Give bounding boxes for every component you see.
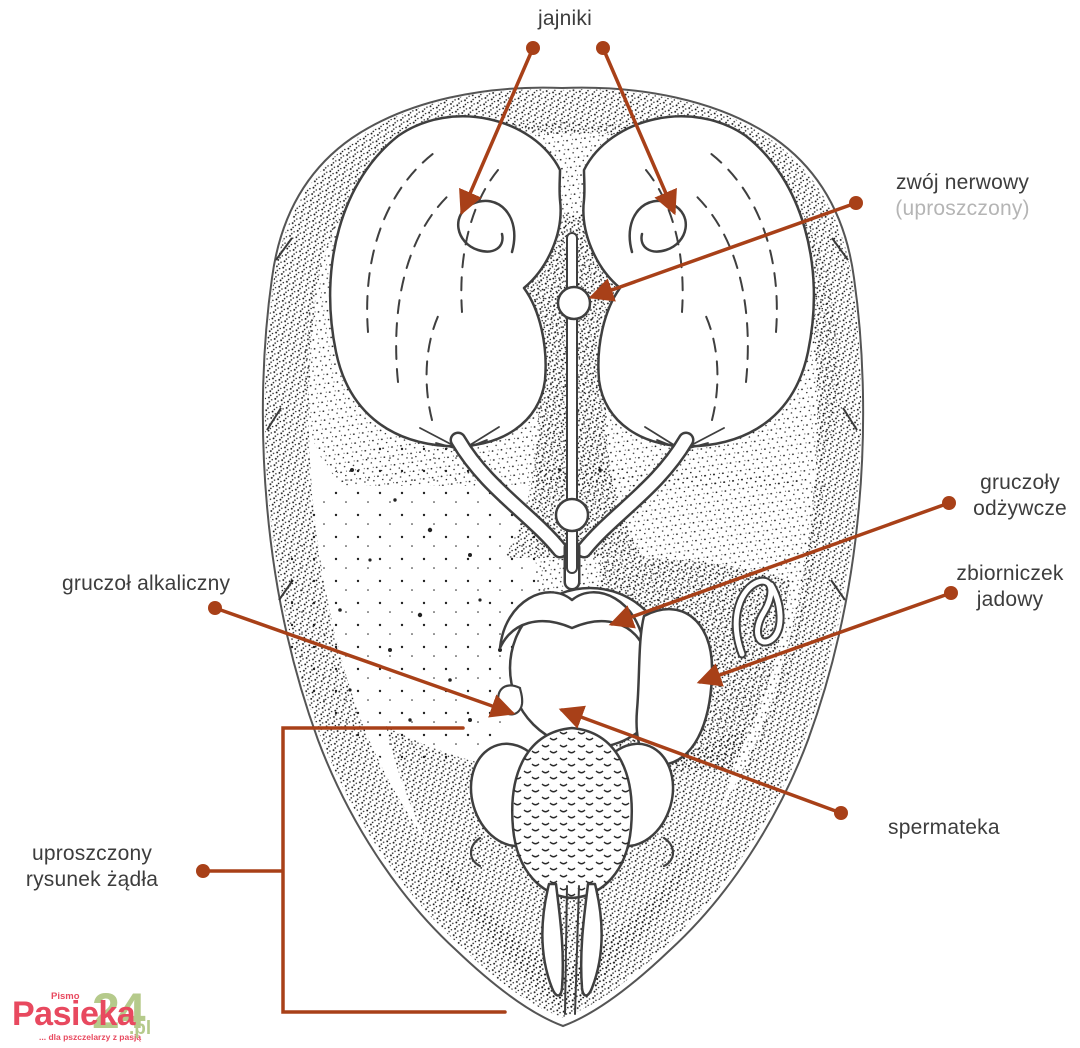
venom-sac-organ (635, 607, 714, 767)
bracket-sting-sketch (201, 726, 507, 1014)
label-nerve-ganglion-line1: zwój nerwowy (895, 171, 1030, 194)
label-venom-sac-line2: jadowy (976, 587, 1044, 611)
label-nutritive-glands-line1: gruczoły (980, 471, 1060, 494)
label-nerve-ganglion: zwój nerwowy (uproszczony) (880, 170, 1045, 221)
leader-spermatheca (558, 705, 843, 815)
label-nutritive-glands-line2: odżywcze (973, 496, 1067, 520)
leader-nerve-ganglion (588, 201, 858, 302)
oviducts (449, 431, 695, 591)
label-alkaline-gland: gruczoł alkaliczny (62, 572, 231, 595)
nerve-ganglion-upper (556, 285, 592, 321)
ovariole-lines (366, 149, 499, 421)
sting-apparatus (469, 726, 675, 1015)
label-nerve-ganglion-line2: (uproszczony) (895, 196, 1030, 220)
label-sting-sketch-line2: rysunek żądła (25, 867, 159, 891)
venom-gland-coil (731, 576, 785, 659)
label-venom-sac-line1: zbiorniczek (956, 562, 1064, 585)
logo-tld: .pl (129, 1018, 152, 1039)
leader-alkaline-gland (213, 606, 516, 718)
logo-number: 24 (92, 983, 146, 1039)
label-spermatheca: spermateka (888, 816, 1000, 839)
label-sting-sketch-line1: uproszczony (31, 842, 153, 865)
leader-dots (196, 41, 958, 878)
leader-lines (201, 46, 953, 1014)
label-sting-sketch: uproszczony rysunek żądła (18, 841, 166, 892)
label-nutritive-glands: gruczoły odżywcze (960, 470, 1080, 521)
nerve-ganglion-lower (554, 497, 590, 533)
leader-ovary-right (601, 46, 677, 216)
label-ovaries: jajniki (538, 7, 592, 30)
logo-tagline: ... dla pszczelarzy z pasją (39, 1032, 142, 1042)
ovary-left (328, 115, 562, 451)
leader-venom-sac (696, 591, 953, 687)
label-venom-sac: zbiorniczek jadowy (945, 561, 1075, 612)
logo-kicker: Pismo (51, 991, 80, 1002)
logo-name: Pasieka (12, 995, 136, 1033)
ovariole-lines (645, 149, 778, 421)
pasieka24-logo[interactable]: Pismo 24 Pasieka .pl ... dla pszczelarzy… (12, 983, 182, 1048)
leader-nutritive-glands (608, 501, 951, 629)
leader-ovary-left (459, 46, 535, 216)
